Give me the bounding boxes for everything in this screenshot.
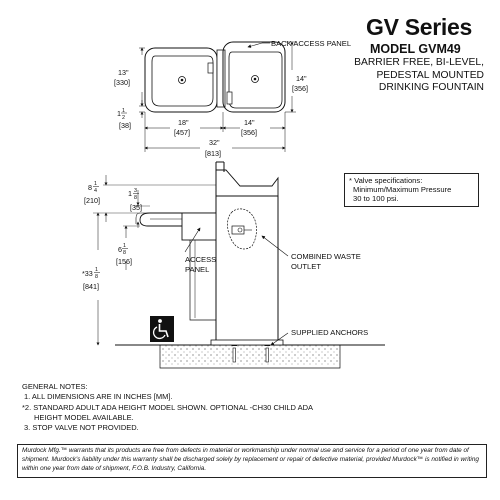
dim-bubbler-frac-den: 8 — [134, 195, 137, 201]
warranty-text: Murdock Mfg.™ warrants that its products… — [22, 447, 479, 472]
dim-height-inches: *33 — [82, 269, 93, 278]
right-basin-outline — [222, 41, 286, 113]
valve-spec-line: 30 to 100 psi. — [353, 194, 399, 204]
access-panel-label: PANEL — [185, 265, 209, 274]
left-push-button — [207, 62, 214, 74]
lower-access-panel — [189, 240, 216, 321]
dim-height-frac-den: 8 — [95, 274, 98, 280]
description-line: PEDESTAL MOUNTED — [376, 69, 484, 81]
dim-offset-frac-num: 1 — [122, 108, 125, 114]
dim-top-frac-den: 4 — [94, 188, 97, 194]
dim-right-width-inches: 14" — [244, 118, 255, 127]
access-panel-label: ACCESS — [185, 255, 216, 264]
top-center-body — [216, 49, 226, 108]
dim-left-width-mm: [457] — [174, 128, 190, 137]
dim-offset-frac-den: 2 — [122, 115, 125, 121]
dim-total-width-mm: [813] — [205, 149, 221, 158]
dim-depth2-mm: [356] — [292, 84, 308, 93]
dim-left-width-inches: 18" — [178, 118, 189, 127]
dim-height-frac-num: 1 — [95, 267, 98, 273]
model-number: MODEL GVM49 — [370, 42, 461, 56]
notes-title: GENERAL NOTES: — [22, 382, 88, 391]
dim-low-inches: 6 — [118, 245, 122, 254]
waste-outlet-label: COMBINED WASTE — [291, 252, 361, 261]
dim-depth-mm: [330] — [114, 78, 130, 87]
supplied-anchors-label: SUPPLIED ANCHORS — [291, 328, 368, 337]
valve-specifications-box: * Valve specifications: Minimum/Maximum … — [344, 173, 479, 207]
description-line: DRINKING FOUNTAIN — [378, 82, 484, 94]
dim-top-mm: [210] — [84, 196, 100, 205]
dim-low-frac-num: 1 — [123, 243, 126, 249]
note-item: HEIGHT MODEL AVAILABLE. — [34, 412, 134, 422]
pedestal-base — [210, 339, 284, 346]
general-notes: GENERAL NOTES: 1. ALL DIMENSIONS ARE IN … — [22, 382, 313, 433]
dim-bubbler-inches: 1 — [128, 189, 132, 198]
left-basin-bowl — [151, 55, 214, 107]
wheelchair-icon — [150, 316, 174, 342]
upper-bowl — [215, 169, 279, 197]
product-description: BARRIER FREE, BI-LEVEL, PEDESTAL MOUNTED… — [354, 57, 484, 95]
back-access-panel-label: BACK ACCESS PANEL — [271, 39, 351, 48]
warranty-box: Murdock Mfg.™ warrants that its products… — [17, 444, 487, 478]
side-view: ACCESS PANEL COMBINED WASTE OUTLET SUPPL… — [82, 161, 385, 369]
dim-total-width-inches: 32" — [209, 138, 220, 147]
description-line: BARRIER FREE, BI-LEVEL, — [354, 57, 484, 68]
dim-offset-inches: 1 — [117, 109, 121, 118]
dim-top-inches: 8 — [88, 183, 92, 192]
right-basin-bowl — [228, 51, 283, 109]
valve-spec-line: Minimum/Maximum Pressure — [353, 185, 452, 195]
note-item: *2. STANDARD ADULT ADA HEIGHT MODEL SHOW… — [22, 402, 314, 412]
note-item: 1. ALL DIMENSIONS ARE IN INCHES [MM]. — [24, 392, 173, 402]
dim-offset-mm: [38] — [119, 121, 131, 130]
dim-low-mm: [156] — [116, 257, 132, 266]
waste-outlet-label: OUTLET — [291, 262, 321, 271]
dim-right-width-mm: [356] — [241, 128, 257, 137]
valve-spec-line: * Valve specifications: — [349, 176, 423, 185]
dim-bubbler-mm: [35] — [130, 203, 142, 212]
dim-depth2-inches: 14" — [296, 74, 307, 83]
note-item: 3. STOP VALVE NOT PROVIDED. — [24, 423, 139, 433]
top-view: BACK ACCESS PANEL 13" [330] 1 1 2 [38] 1… — [114, 39, 351, 158]
dim-low-frac-den: 8 — [123, 250, 126, 256]
series-title: GV Series — [366, 14, 472, 40]
dim-height-mm: [841] — [83, 282, 99, 291]
right-push-button — [226, 91, 233, 105]
dim-depth-inches: 13" — [118, 68, 129, 77]
ground-slab — [160, 345, 340, 365]
dim-bubbler-frac-num: 3 — [134, 188, 137, 194]
dim-top-frac-num: 1 — [94, 181, 97, 187]
